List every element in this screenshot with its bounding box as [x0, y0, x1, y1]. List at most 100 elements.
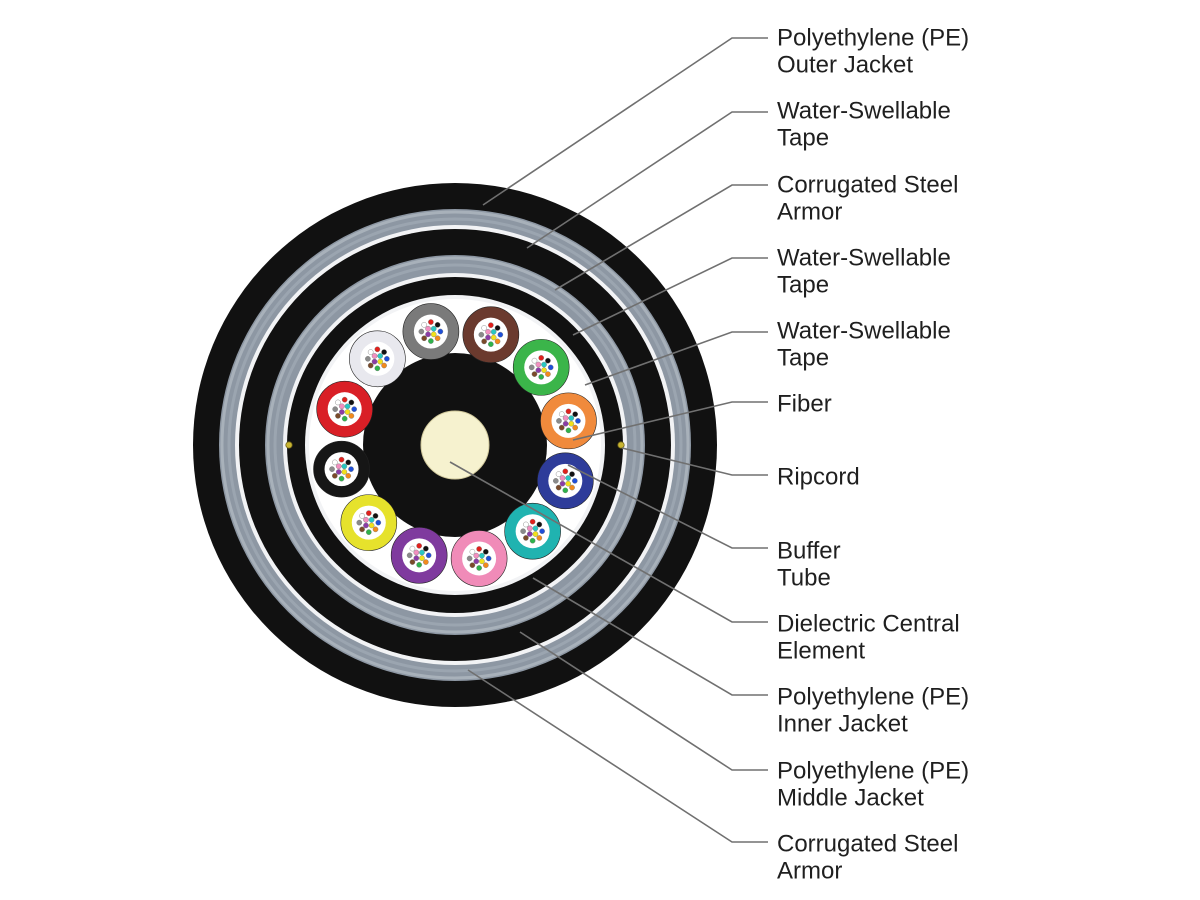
fiber [494, 325, 501, 331]
dielectric-central-element [420, 410, 490, 480]
fiber [572, 411, 578, 417]
fiber [419, 549, 425, 556]
fiber [569, 471, 575, 477]
fiber [377, 353, 384, 359]
armor-highlight-ring-0 [220, 210, 690, 680]
fiber [338, 475, 345, 482]
fiber [430, 325, 437, 332]
fiber [479, 552, 485, 559]
fiber [538, 355, 545, 361]
fiber [572, 424, 578, 431]
fiber [374, 365, 381, 372]
fiber [494, 338, 501, 345]
fiber [532, 525, 539, 532]
label-line: Polyethylene (PE) [777, 24, 969, 51]
fiber [359, 513, 365, 519]
fiber [473, 552, 480, 559]
fiber [341, 469, 348, 475]
fiber [348, 413, 355, 419]
label-inner-jacket: Polyethylene (PE)Inner Jacket [777, 683, 969, 737]
fiber [425, 552, 432, 559]
fiber [541, 361, 547, 368]
leader-line-central-element [449, 461, 768, 623]
fiber [338, 456, 345, 463]
label-line: Tape [777, 344, 829, 371]
fiber [409, 559, 416, 565]
fiber [368, 516, 375, 523]
label-line: Water-Swellable [777, 97, 951, 124]
fiber [416, 543, 422, 549]
fiber [476, 546, 482, 552]
label-line: Dielectric Central [777, 610, 960, 637]
fiber [329, 466, 335, 472]
fiber [348, 466, 354, 472]
fiber [348, 399, 355, 406]
buffer-tube-black [313, 440, 370, 498]
fiber [473, 558, 480, 565]
fiber [381, 362, 387, 369]
fiber [562, 415, 569, 421]
fiber [363, 522, 369, 529]
fiber [562, 468, 569, 475]
fiber [558, 424, 565, 431]
fiber [384, 355, 390, 362]
fiber [569, 484, 575, 491]
buffer-tube-white [349, 330, 406, 388]
label-line: Polyethylene (PE) [777, 757, 969, 784]
fiber [565, 475, 571, 481]
fiber [556, 418, 562, 424]
buffer-tube-blue [537, 452, 594, 510]
fiber [532, 531, 539, 537]
fiber [529, 518, 536, 525]
fiber [345, 473, 352, 479]
buffer-tube-orange [540, 392, 597, 450]
fiber [359, 526, 365, 533]
fiber [332, 406, 338, 412]
fiber [476, 565, 482, 571]
fiber [559, 480, 566, 487]
fiber [434, 335, 441, 342]
leader-line-inner-jacket [532, 577, 768, 696]
fiber [536, 535, 543, 541]
fiber [372, 526, 379, 533]
fiber [356, 519, 363, 526]
fiber [437, 328, 444, 335]
fiber [339, 403, 345, 410]
buffer-tube-slate [402, 303, 460, 360]
fiber [526, 525, 533, 532]
fiber [523, 535, 529, 541]
fiber [344, 409, 351, 415]
buffer-tube-brown [462, 306, 520, 363]
fiber [490, 334, 497, 341]
fiber [562, 487, 569, 494]
fiber [418, 328, 425, 335]
fiber [485, 329, 491, 335]
fiber [368, 522, 375, 529]
label-line: Tape [777, 271, 829, 298]
fiber [413, 555, 420, 561]
label-line: Corrugated Steel [777, 171, 958, 198]
fiber [479, 558, 485, 565]
leader-line-middle-jacket [519, 631, 768, 771]
fiber [481, 325, 487, 331]
fiber [490, 329, 497, 335]
fiber [365, 510, 372, 516]
buffer-tube-red [316, 380, 373, 438]
fiber [367, 362, 374, 369]
fiber [531, 371, 538, 377]
buffer-tube-violet [390, 527, 448, 584]
fiber [423, 545, 429, 552]
label-line: Outer Jacket [777, 51, 913, 78]
label-fiber: Fiber [777, 390, 832, 417]
fiber [555, 471, 562, 477]
fiber [559, 475, 566, 481]
leader-line-ripcord [621, 447, 768, 476]
label-middle-jacket: Polyethylene (PE)Middle Jacket [777, 757, 969, 811]
fiber [367, 349, 374, 355]
fiber [419, 555, 425, 561]
